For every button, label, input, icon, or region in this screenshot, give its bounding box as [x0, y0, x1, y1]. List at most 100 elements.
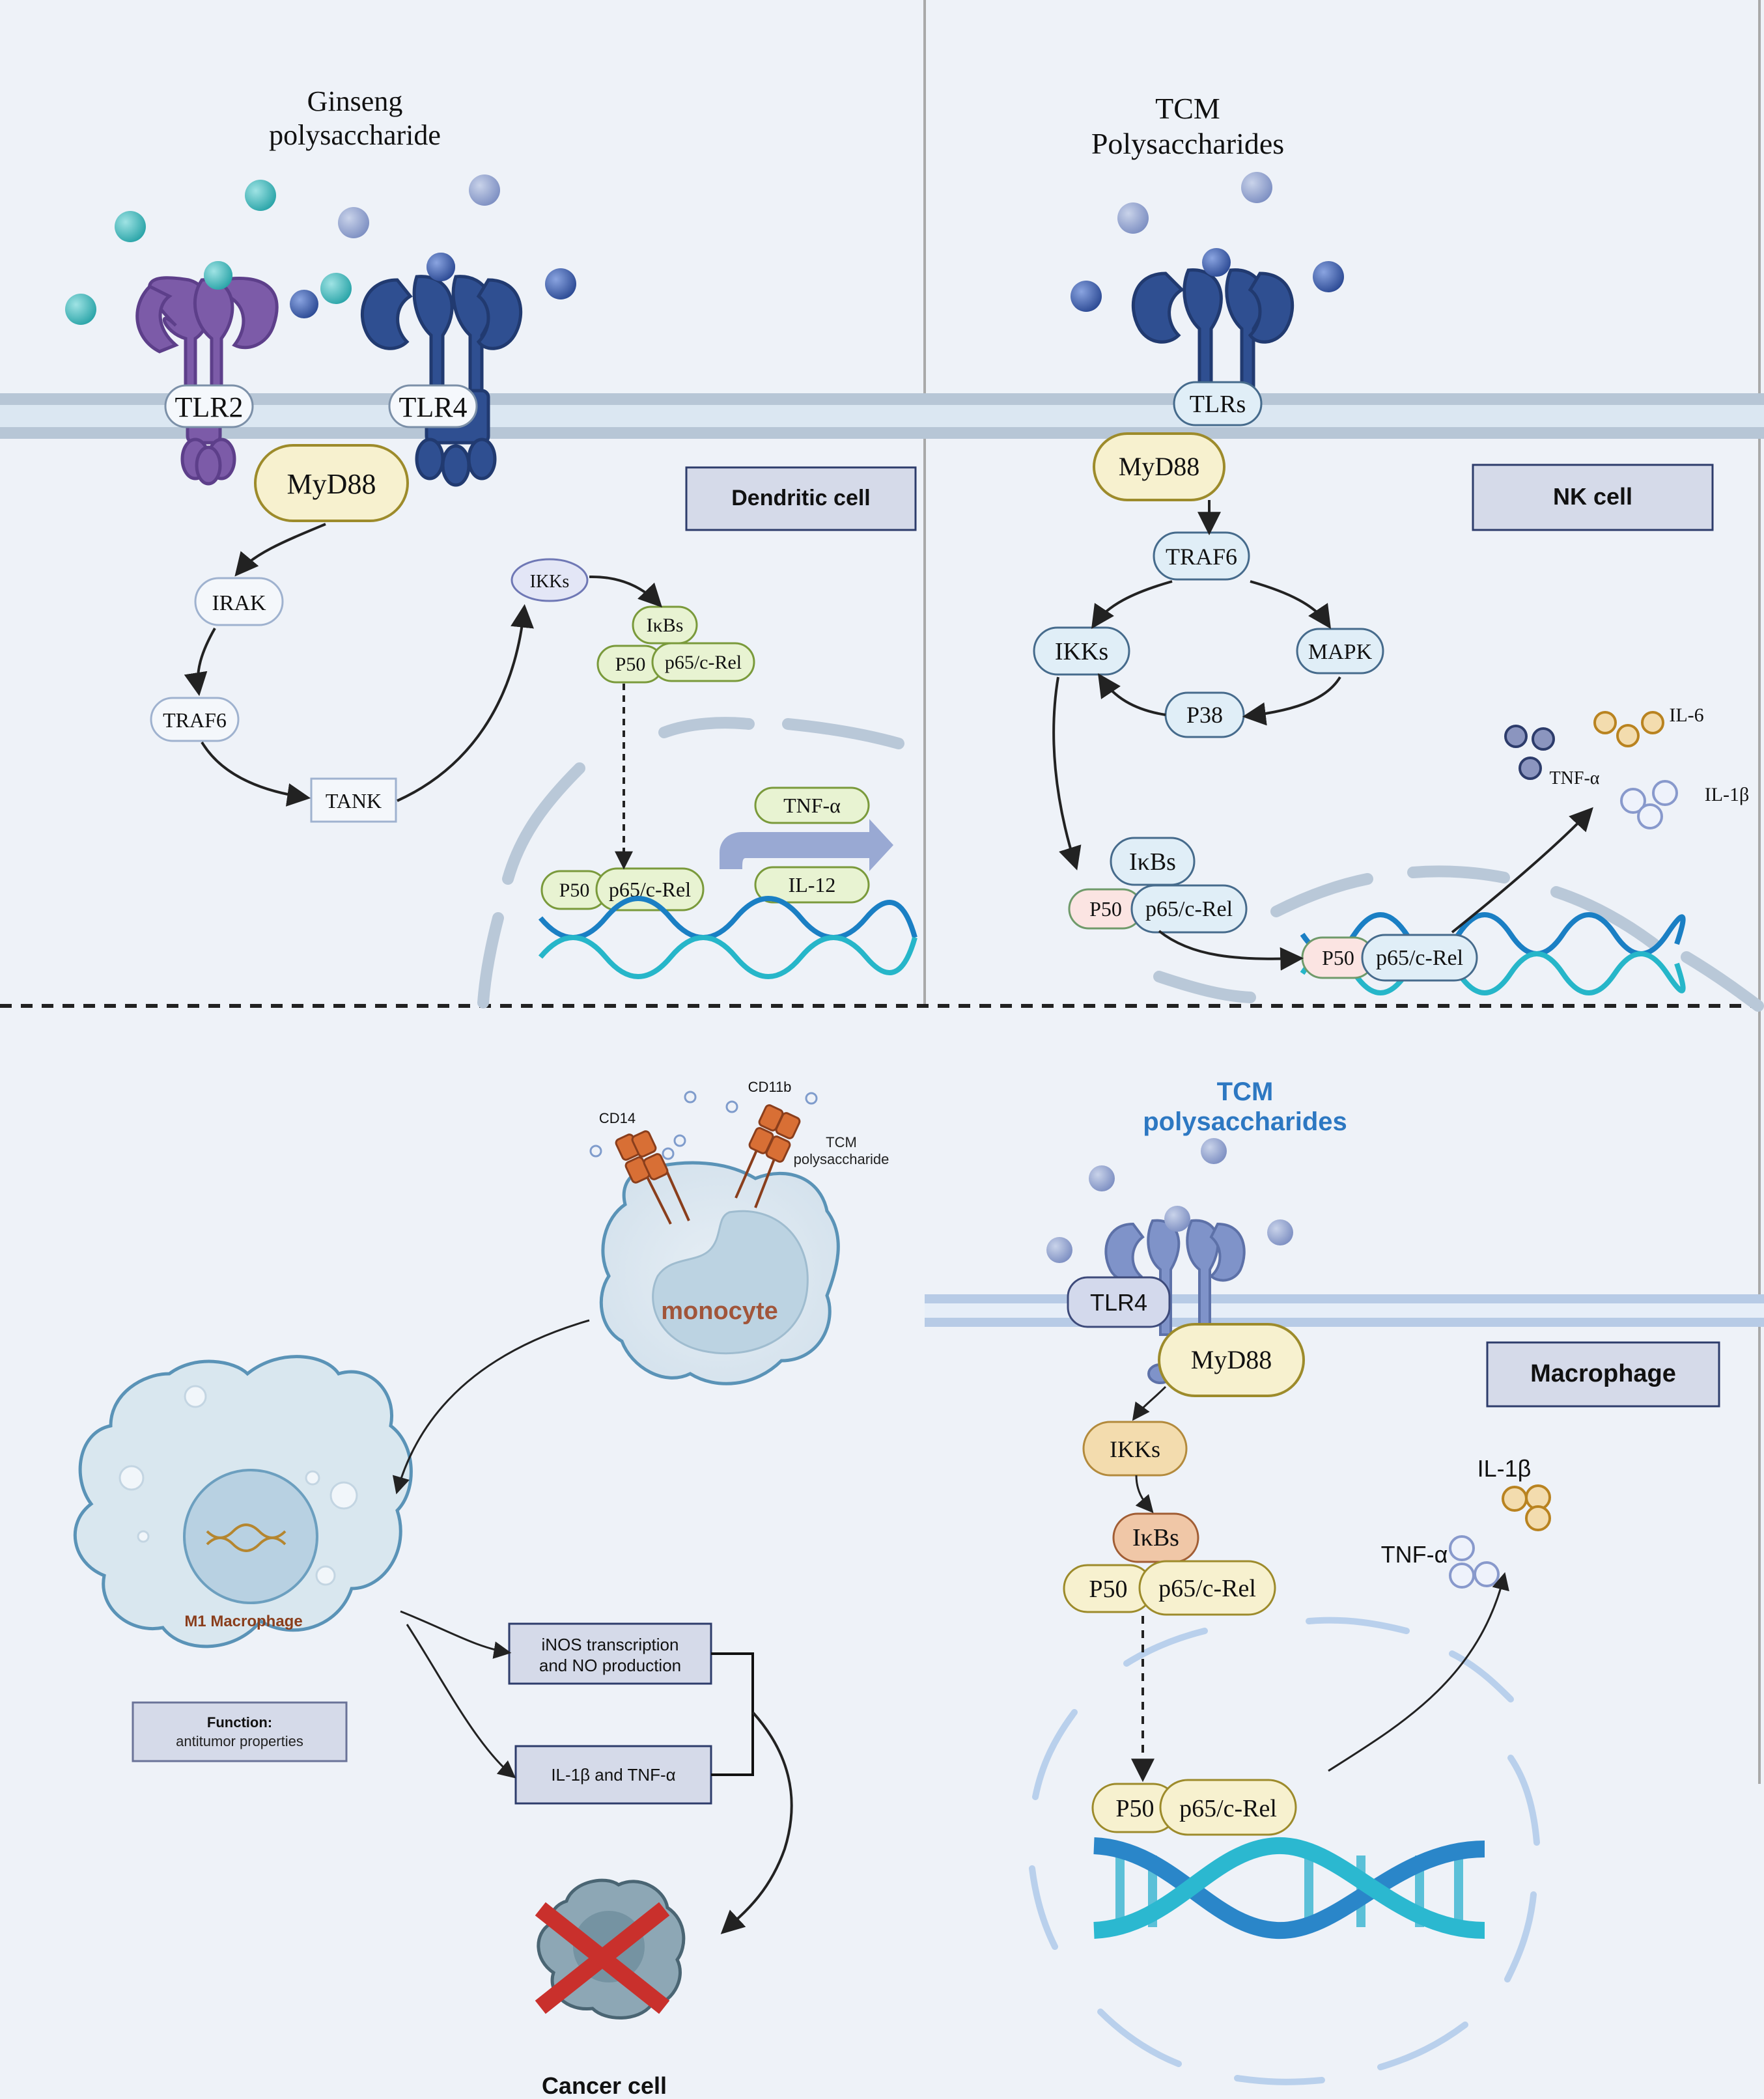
tlr4-label-dc: TLR4 [388, 384, 478, 428]
dc-traf6: TRAF6 [150, 697, 240, 742]
nk-tnf-label: TNF-α [1550, 768, 1600, 788]
cd14-receptor [615, 1130, 690, 1225]
svg-text:P50: P50 [559, 880, 590, 901]
nk-il6-cluster [1593, 711, 1664, 747]
m1-dna-icon [206, 1523, 287, 1552]
svg-text:IKKs: IKKs [530, 572, 570, 592]
svg-text:MyD88: MyD88 [1191, 1345, 1272, 1374]
dc-title-line2: polysaccharide [269, 119, 441, 151]
dc-cell-label: Dendritic cell [685, 466, 917, 531]
svg-text:TRAF6: TRAF6 [1166, 544, 1237, 570]
svg-text:P50: P50 [1322, 946, 1354, 969]
nk-cell-label: NK cell [1472, 464, 1714, 531]
tlr2-bound-ligand [204, 261, 232, 290]
svg-text:Macrophage: Macrophage [1530, 1360, 1676, 1387]
svg-text:TANK: TANK [326, 789, 382, 813]
svg-text:TLR4: TLR4 [399, 391, 467, 423]
cell-membrane-top [0, 393, 1764, 439]
svg-text:IL-12: IL-12 [789, 873, 836, 897]
function-box: Function: antitumor properties [132, 1701, 348, 1762]
mac-tlr4-receptor [1104, 1219, 1246, 1384]
inos-box: iNOS transcription and NO production [508, 1622, 712, 1685]
svg-text:p65/c-Rel: p65/c-Rel [665, 652, 742, 673]
cancer-cell-label: Cancer cell [542, 2072, 667, 2099]
mac-cell-label: Macrophage [1486, 1341, 1720, 1408]
nk-p65: p65/c-Rel [1130, 884, 1248, 934]
m1-vesicles [119, 1385, 358, 1586]
mac-ikks: IKKs [1082, 1421, 1188, 1477]
svg-text:TLR2: TLR2 [175, 391, 243, 423]
dc-p65-nucleus: p65/c-Rel [595, 867, 705, 911]
mac-title-line2: polysaccharides [1143, 1107, 1347, 1136]
svg-text:P50: P50 [1089, 897, 1122, 921]
tlr4-bound-ligand [427, 253, 455, 281]
svg-text:IκBs: IκBs [1132, 1524, 1179, 1551]
svg-text:IRAK: IRAK [212, 591, 266, 615]
mono-arrows [392, 1319, 590, 1779]
mac-polysaccharide-balls [1046, 1138, 1293, 1263]
dendritic-cell-panel: Ginseng polysaccharide [65, 85, 917, 1008]
monocyte-nucleus [652, 1210, 809, 1355]
nk-myd88: MyD88 [1093, 432, 1225, 501]
mac-p50: P50 [1063, 1564, 1154, 1613]
svg-text:TNF-α: TNF-α [783, 794, 841, 817]
svg-text:P50: P50 [1115, 1795, 1154, 1822]
cd11b-receptor [735, 1104, 801, 1208]
cd11b-label: CD11b [748, 1079, 792, 1095]
svg-text:MAPK: MAPK [1308, 640, 1373, 664]
svg-text:IL-1β and TNF-α: IL-1β and TNF-α [551, 1765, 675, 1785]
cancer-cell [535, 1878, 686, 2020]
nk-title-line1: TCM [1155, 92, 1220, 125]
mac-il1b-label: IL-1β [1477, 1455, 1532, 1482]
mono-tcm-line1: TCM [826, 1134, 857, 1150]
svg-text:Dendritic cell: Dendritic cell [731, 486, 871, 510]
dc-title-line1: Ginseng [307, 85, 403, 117]
dc-tank: TANK [310, 777, 397, 823]
svg-text:p65/c-Rel: p65/c-Rel [1179, 1795, 1277, 1822]
to-cancer-arrow [720, 1711, 793, 1934]
svg-text:IκBs: IκBs [647, 615, 684, 636]
il1b-tnf-box: IL-1β and TNF-α [514, 1745, 712, 1805]
nk-ikks: IKKs [1033, 626, 1130, 676]
tlr2-label: TLR2 [164, 384, 254, 428]
tlrs-bound-ligand [1202, 248, 1231, 277]
mac-bound-ligand [1164, 1206, 1190, 1232]
svg-text:IKKs: IKKs [1110, 1436, 1160, 1462]
nk-p50: P50 [1068, 888, 1143, 930]
svg-text:P50: P50 [1089, 1576, 1127, 1603]
dc-myd88: MyD88 [254, 444, 409, 522]
mac-dna [1093, 1837, 1485, 1939]
dc-arrows [184, 523, 662, 870]
mac-il1b-cluster [1502, 1484, 1551, 1531]
svg-text:TRAF6: TRAF6 [163, 708, 227, 732]
m1-nucleus [183, 1469, 318, 1604]
nk-traf6: TRAF6 [1153, 531, 1250, 581]
macrophage-panel: TCM polysaccharides TLR4 M [925, 1077, 1764, 2085]
dc-p65: p65/c-Rel [651, 642, 755, 682]
monocyte-label: monocyte [661, 1298, 777, 1325]
nk-il6-label: IL-6 [1669, 704, 1703, 726]
svg-text:MyD88: MyD88 [1119, 452, 1199, 481]
nk-nucleus-envelope [1153, 865, 1764, 1012]
svg-text:p65/c-Rel: p65/c-Rel [609, 878, 691, 901]
svg-text:p65/c-Rel: p65/c-Rel [1145, 897, 1233, 921]
svg-text:TLRs: TLRs [1190, 391, 1246, 418]
nk-p65-nucleus: p65/c-Rel [1361, 934, 1478, 982]
svg-text:and NO production: and NO production [539, 1656, 681, 1675]
nk-p38: P38 [1164, 691, 1245, 738]
nk-dna [1300, 912, 1686, 995]
mac-nucleus-envelope [1029, 1617, 1540, 2085]
dc-p50: P50 [596, 645, 664, 684]
cd14-label: CD14 [599, 1110, 636, 1126]
mono-tcm-line2: polysaccharide [794, 1151, 889, 1167]
m1-macrophage-label: M1 Macrophage [184, 1613, 302, 1630]
cancer-cross-icon [535, 1902, 670, 2014]
svg-text:P38: P38 [1186, 702, 1223, 728]
nk-il1b-cluster [1620, 780, 1678, 829]
nk-mapk: MAPK [1296, 628, 1384, 674]
svg-text:p65/c-Rel: p65/c-Rel [1376, 946, 1463, 970]
mac-p65: p65/c-Rel [1138, 1560, 1276, 1616]
svg-text:p65/c-Rel: p65/c-Rel [1158, 1575, 1256, 1602]
dc-nucleus-envelope [477, 717, 904, 1008]
dc-tnf: TNF-α [754, 786, 870, 824]
